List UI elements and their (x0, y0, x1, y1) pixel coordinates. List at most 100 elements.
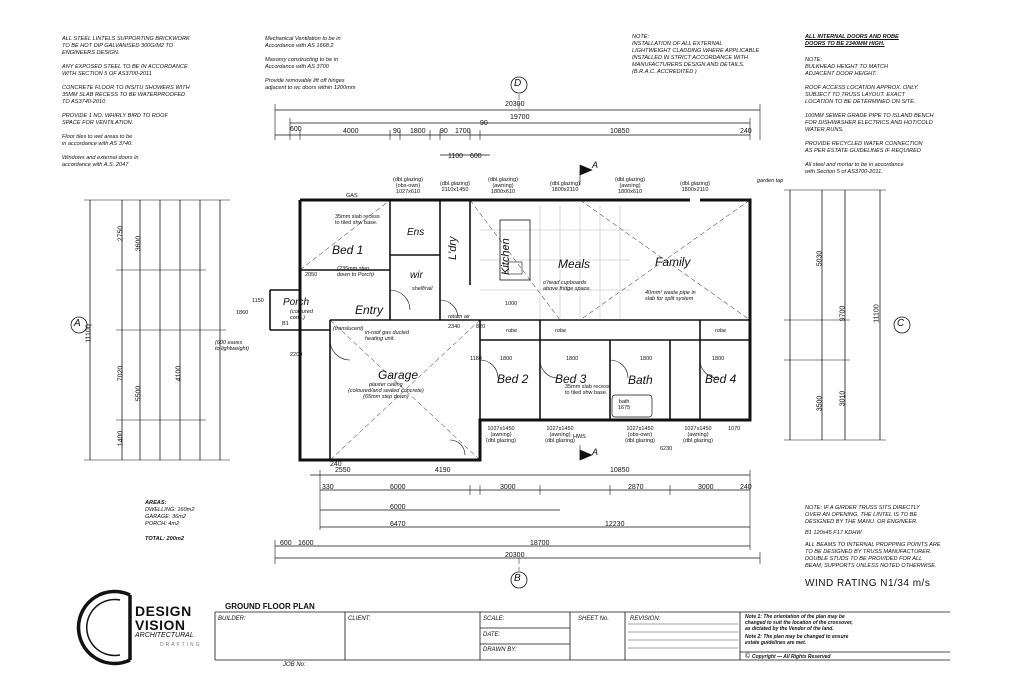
dim-bot-3: 4190 (435, 467, 451, 474)
areas-heading: AREAS: (145, 500, 167, 506)
room-family: Family (655, 255, 691, 269)
note-bulkhead: NOTE: BULKHEAD HEIGHT TO MATCH ADJACENT … (805, 57, 934, 175)
dim-bot3-0: 6000 (390, 504, 406, 511)
dim-6230: 6230 (660, 446, 673, 452)
dim-820: 820 (476, 324, 486, 330)
dim-top-sub: 19700 (510, 114, 530, 121)
dim-bot-0: 240 (330, 461, 342, 468)
label-hws: HWS (573, 434, 586, 440)
dim-bed3-width: 1800 (566, 356, 579, 362)
tb-note-2: Note 2: The plan may be changed to ensur… (745, 634, 849, 646)
room-entry: Entry (355, 303, 384, 317)
dim-bot2-0: 330 (322, 484, 334, 491)
note-mechanical: Mechanical Ventilation to be in Accordan… (265, 36, 356, 91)
grid-label-d: D (514, 78, 522, 89)
dim-bot4-0: 6470 (390, 521, 406, 528)
wind-rating: WIND RATING N1/34 m/s (805, 578, 931, 589)
dim-1000: 1000 (505, 301, 518, 307)
dim-2050: 2050 (305, 272, 318, 278)
dim-right-inner-0: 5030 (816, 250, 824, 267)
dim-bot2-7: 3000 (698, 484, 714, 491)
dim-right-inner-2: 3010 (839, 390, 847, 407)
note-b1: B1 120x45 F17 KDHW (805, 530, 862, 536)
dim-left-mid-1: 7020 (117, 365, 125, 382)
area-total: TOTAL: 200m2 (145, 536, 184, 542)
dim-top-total: 20300 (505, 101, 525, 108)
logo-architectural: ARCHITECTURAL (135, 632, 194, 639)
dim-top-small-1: 600 (470, 153, 482, 160)
label-shelf-rail: shelf/rail (412, 286, 433, 292)
window-4: (dbl.glazing) 1800x2110 (550, 181, 580, 193)
label-slab-recess-ensuite: 35mm slab recess to tiled shw base. (335, 214, 380, 226)
dim-bath-width: 1800 (640, 356, 653, 362)
dim-top-4: 90 (440, 128, 448, 135)
grid-label-b: B (514, 573, 521, 584)
room-wir: wir (410, 270, 423, 281)
room-bath: Bath (628, 373, 653, 387)
dim-bot2-8: 240 (740, 484, 752, 491)
dim-left-inner-1: 4100 (175, 365, 183, 382)
section-mark-bottom: A (592, 447, 599, 457)
dim-bed2-width: 1800 (500, 356, 513, 362)
logo-mark (76, 589, 132, 666)
note-girder: NOTE: IF A GIRDER TRUSS SITS DIRECTLY OV… (805, 505, 920, 525)
dim-left-outer: 11100 (85, 324, 93, 343)
room-porch: Porch (283, 297, 310, 308)
grid-label-c: C (897, 318, 905, 329)
dim-left-mid-2: 1400 (117, 430, 125, 447)
label-robe-1: robe (506, 328, 518, 334)
window-8: 1027x1450 (awning) (dbl.glazing) (545, 426, 575, 444)
dim-bot-4: 10850 (610, 467, 630, 474)
tb-revision: REVISION: (630, 616, 661, 622)
copyright-icon: © (745, 653, 751, 660)
logo-drafting: DRAFTING (160, 642, 202, 648)
dim-right-inner-1: 3500 (816, 395, 824, 412)
dim-1180: 1180 (470, 356, 482, 362)
dim-bot2-1: 6000 (390, 484, 406, 491)
room-laundry: L'dry (447, 236, 459, 261)
dim-top-small-0: 1100 (448, 153, 464, 160)
label-robe-2: robe (555, 328, 567, 334)
label-step-down: (235mm step down to Porch) (337, 266, 374, 278)
area-dwelling: DWELLING: 160m2 (145, 507, 195, 513)
room-bed-4: Bed 4 (705, 372, 737, 386)
note-beams: ALL BEAMS TO INTERNAL PROPPING POINTS AR… (805, 542, 941, 569)
dim-right-outer: 11100 (873, 304, 881, 323)
label-garden-tap: garden tap (757, 178, 784, 184)
logo-design: DESIGN (135, 603, 192, 619)
dim-top-6: 90 (480, 120, 488, 127)
dim-top-5: 1700 (455, 128, 471, 135)
label-overhead-cupboards: o'head cupboards above fridge space. (543, 280, 592, 292)
label-robe-3: robe (715, 328, 727, 334)
dim-left-inner-2: 5500 (135, 385, 143, 402)
room-bed-2: Bed 2 (497, 372, 529, 386)
room-bed-1: Bed 1 (332, 243, 364, 257)
dim-bot2-5: 2870 (628, 484, 644, 491)
label-waste-pipe: 40mm² waste pipe in slab for split syste… (645, 290, 696, 302)
tb-builder: BUILDER: (218, 616, 246, 622)
room-bed-3: Bed 3 (555, 372, 587, 386)
window-1: (dbl.glazing) (obs-own) 1027x610 (393, 177, 423, 195)
section-mark-top: A (592, 160, 599, 170)
area-porch: PORCH: 4m2 (145, 521, 180, 527)
note-internal-doors: ALL INTERNAL DOORS AND ROBE DOORS TO BE … (805, 34, 899, 47)
label-eaves: (600 eaves to lightweight) (215, 340, 249, 352)
note-cladding: NOTE: INSTALLATION OF ALL EXTERNAL LIGHT… (632, 34, 760, 75)
tb-copyright: Copyright — All Rights Reserved (752, 654, 831, 660)
dim-top-1: 4000 (343, 128, 359, 135)
tb-sheet: SHEET No. (578, 616, 610, 622)
window-9: 1027x1450 (obs-own) (dbl.glazing) (625, 426, 655, 444)
dim-bot-total1: 18700 (530, 540, 550, 547)
dim-bot-1: 2550 (335, 467, 351, 474)
label-slab-recess-bath: 35mm slab recess to tiled shw base. (565, 384, 610, 396)
dim-left-inner-0: 3600 (135, 235, 143, 252)
tb-drawn-by: DRAWN BY: (483, 647, 517, 653)
dim-bot-total2: 20300 (505, 552, 525, 559)
window-2: (dbl.glazing) 2110x1450 (440, 181, 470, 193)
window-7: 1027x1450 (awning) (dbl.glazing) (486, 426, 516, 444)
dim-1150: 1150 (252, 298, 264, 304)
label-return-air: return air (448, 314, 471, 320)
tb-job-number: JOB No: (283, 662, 306, 668)
dim-top-8: 240 (740, 128, 752, 135)
